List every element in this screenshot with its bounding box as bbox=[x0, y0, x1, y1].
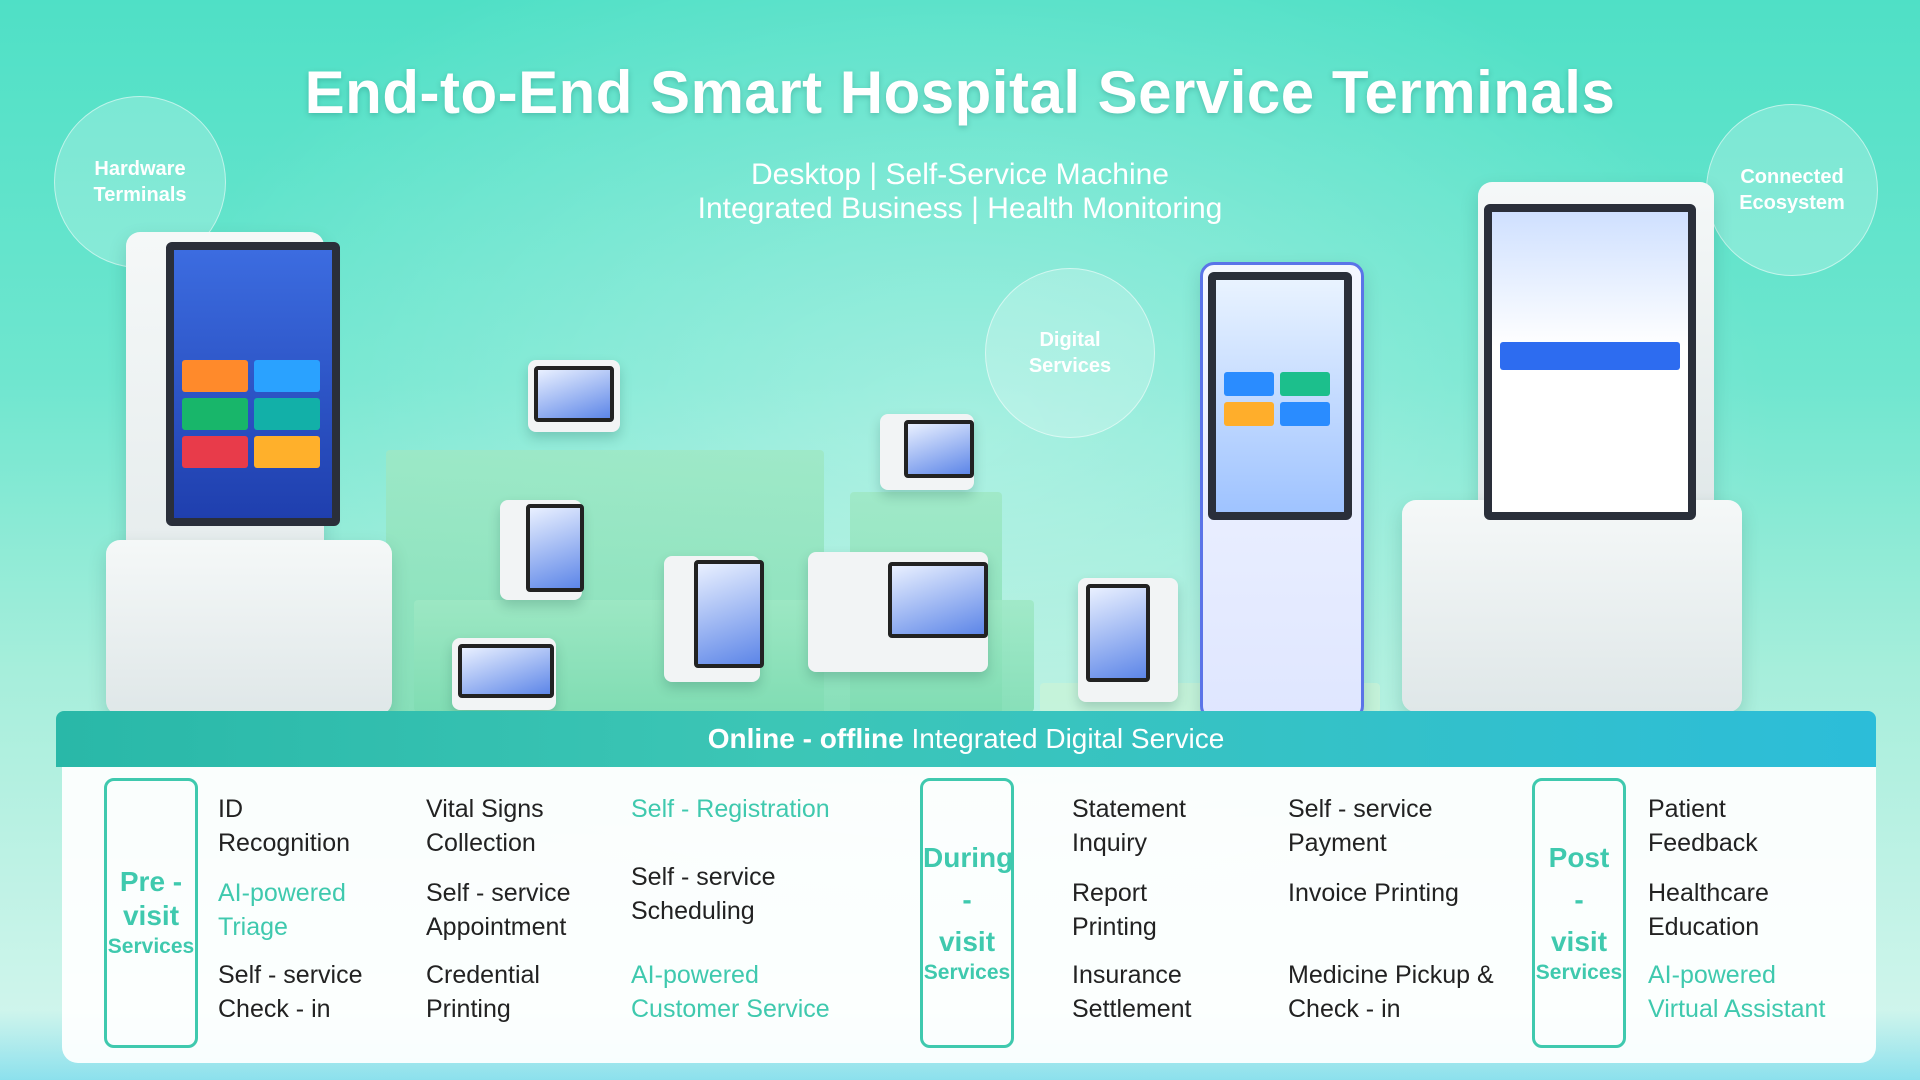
phase-label: - bbox=[962, 884, 972, 915]
screen-tile bbox=[1224, 402, 1274, 426]
service-report-printing: Report Printing bbox=[1072, 879, 1157, 941]
bubble-label: Ecosystem bbox=[1739, 192, 1845, 214]
pre-visit-phase: Pre - visit Services bbox=[104, 778, 198, 1048]
left-kiosk-screen bbox=[166, 242, 340, 526]
left-kiosk-base bbox=[106, 540, 392, 715]
screen-tile bbox=[1280, 402, 1330, 426]
screen-tile bbox=[254, 398, 320, 430]
desktop-device bbox=[528, 360, 620, 432]
during-visit-phase: During - visit Services bbox=[920, 778, 1014, 1048]
integrated-service-banner: Online - offline Integrated Digital Serv… bbox=[56, 711, 1876, 767]
service-self-check-in: Self - service Check - in bbox=[218, 961, 363, 1023]
phase-label: During bbox=[923, 842, 1014, 873]
desktop-device bbox=[500, 500, 584, 600]
center-kiosk-screen bbox=[1208, 272, 1352, 520]
page-subtitle: Desktop | Self-Service Machine Integrate… bbox=[0, 158, 1920, 226]
desktop-device bbox=[664, 556, 764, 682]
service-ai-customer-service: AI-powered Customer Service bbox=[631, 961, 830, 1023]
bubble-label: Connected bbox=[1740, 166, 1844, 188]
desktop-device bbox=[880, 414, 974, 490]
page-title: End-to-End Smart Hospital Service Termin… bbox=[304, 59, 1616, 126]
service-patient-feedback: Patient Feedback bbox=[1648, 795, 1758, 857]
desktop-device bbox=[808, 552, 988, 672]
phase-label: visit bbox=[1550, 926, 1608, 957]
connected-ecosystem-bubble: Connected Ecosystem bbox=[1706, 104, 1878, 276]
banner-rest: Integrated Digital Service bbox=[911, 723, 1225, 754]
service-insurance-settlement: Insurance Settlement bbox=[1072, 961, 1192, 1023]
screen-tile bbox=[182, 436, 248, 468]
subtitle-line-1: Desktop | Self-Service Machine bbox=[751, 158, 1169, 191]
service-self-appointment: Self - service Appointment bbox=[426, 879, 571, 941]
service-self-registration: Self - Registration bbox=[631, 795, 830, 823]
screen-tile bbox=[1224, 372, 1274, 396]
screen-tile bbox=[1500, 342, 1680, 370]
screen-tile bbox=[254, 360, 320, 392]
bubble-label: Terminals bbox=[93, 184, 187, 206]
service-ai-triage: AI-powered Triage bbox=[218, 879, 346, 941]
phase-label: visit bbox=[938, 926, 996, 957]
service-id-recognition: ID Recognition bbox=[218, 795, 351, 857]
phase-label: Pre - bbox=[119, 866, 183, 897]
phase-label: - bbox=[1574, 884, 1584, 915]
services-panel bbox=[62, 767, 1876, 1063]
screen-tile bbox=[182, 398, 248, 430]
digital-services-bubble: Digital Services bbox=[985, 268, 1155, 438]
bubble-label: Services bbox=[1028, 355, 1112, 377]
phase-label: Services bbox=[923, 961, 1011, 984]
service-healthcare-education: Healthcare Education bbox=[1648, 879, 1769, 941]
phase-label: visit bbox=[122, 900, 180, 931]
right-kiosk-screen bbox=[1484, 204, 1696, 520]
post-visit-phase: Post - visit Services bbox=[1532, 778, 1626, 1048]
screen-tile bbox=[1280, 372, 1330, 396]
screen-tile bbox=[254, 436, 320, 468]
phase-label: Services bbox=[107, 935, 195, 958]
service-ai-virtual-assistant: AI-powered Virtual Assistant bbox=[1648, 961, 1826, 1023]
right-kiosk-base bbox=[1402, 500, 1742, 712]
desktop-device bbox=[1078, 578, 1178, 702]
phase-label: Services bbox=[1535, 961, 1623, 984]
service-medicine-pickup: Medicine Pickup & Check - in bbox=[1288, 961, 1494, 1023]
subtitle-line-2: Integrated Business | Health Monitoring bbox=[697, 192, 1223, 225]
service-self-payment: Self - service Payment bbox=[1288, 795, 1433, 857]
phase-label: Post bbox=[1548, 842, 1610, 873]
screen-tile bbox=[182, 360, 248, 392]
service-self-scheduling: Self - service Scheduling bbox=[631, 863, 776, 925]
service-credential-printing: Credential Printing bbox=[426, 961, 540, 1023]
desktop-device bbox=[452, 638, 556, 710]
service-invoice-printing: Invoice Printing bbox=[1288, 879, 1459, 907]
service-statement-inquiry: Statement Inquiry bbox=[1072, 795, 1186, 857]
bubble-label: Hardware bbox=[94, 158, 186, 180]
banner-bold: Online - offline bbox=[707, 723, 904, 754]
bubble-label: Digital bbox=[1039, 329, 1101, 351]
service-vital-signs: Vital Signs Collection bbox=[426, 795, 544, 857]
